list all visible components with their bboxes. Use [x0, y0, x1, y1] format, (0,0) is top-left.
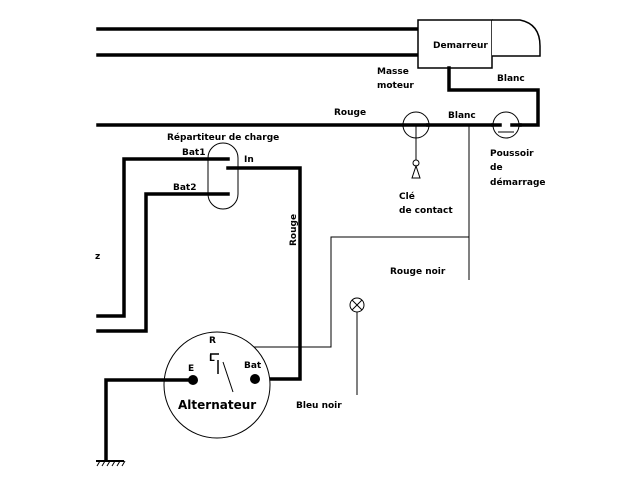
cle-label: Clé: [399, 191, 415, 202]
rouge-top-label: Rouge: [334, 108, 366, 118]
rouge-noir-wire-to-alt: [219, 236, 469, 348]
bat2-label: Bat2: [173, 183, 197, 193]
alt-bat-label: Bat: [244, 361, 262, 371]
repartiteur-label: Répartiteur de charge: [167, 132, 279, 143]
alternateur-label: Alternateur: [178, 398, 256, 412]
charge-lamp: [349, 297, 365, 395]
bat2-wire: [96, 192, 230, 333]
ground-wire: [104, 378, 190, 461]
in-label: In: [244, 155, 254, 165]
alt-r-label: R: [209, 336, 216, 346]
bat1-label: Bat1: [182, 148, 206, 158]
alternator: [163, 331, 271, 439]
starter-label: Demarreur: [433, 41, 488, 51]
blanc-top-label: Blanc: [497, 74, 525, 84]
bat1-wire: [96, 157, 230, 318]
blanc-mid-label: Blanc: [448, 111, 476, 121]
de-label: de: [490, 163, 503, 173]
cut-left-label: z: [95, 252, 100, 262]
charge-splitter: [207, 142, 239, 210]
rouge-vertical-label: Rouge: [289, 214, 299, 246]
starter-motor: Demarreur: [417, 19, 541, 69]
masse-label: Masse: [377, 67, 409, 77]
starter-push-button: [491, 111, 522, 139]
bleu-noir-label: Bleu noir: [296, 401, 342, 411]
moteur-label: moteur: [377, 81, 414, 91]
alt-e-label: E: [188, 364, 194, 374]
ground-symbol: [96, 460, 126, 467]
demarrage-label: démarrage: [490, 177, 546, 188]
alt-l-label: L: [209, 354, 215, 364]
ignition-key: [402, 111, 430, 179]
in-wire-rouge: [226, 166, 302, 381]
de-contact-label: de contact: [399, 206, 453, 216]
poussoir-label: Poussoir: [490, 149, 534, 159]
rouge-noir-label: Rouge noir: [390, 267, 446, 277]
blanc-wire-starter: [447, 66, 540, 127]
